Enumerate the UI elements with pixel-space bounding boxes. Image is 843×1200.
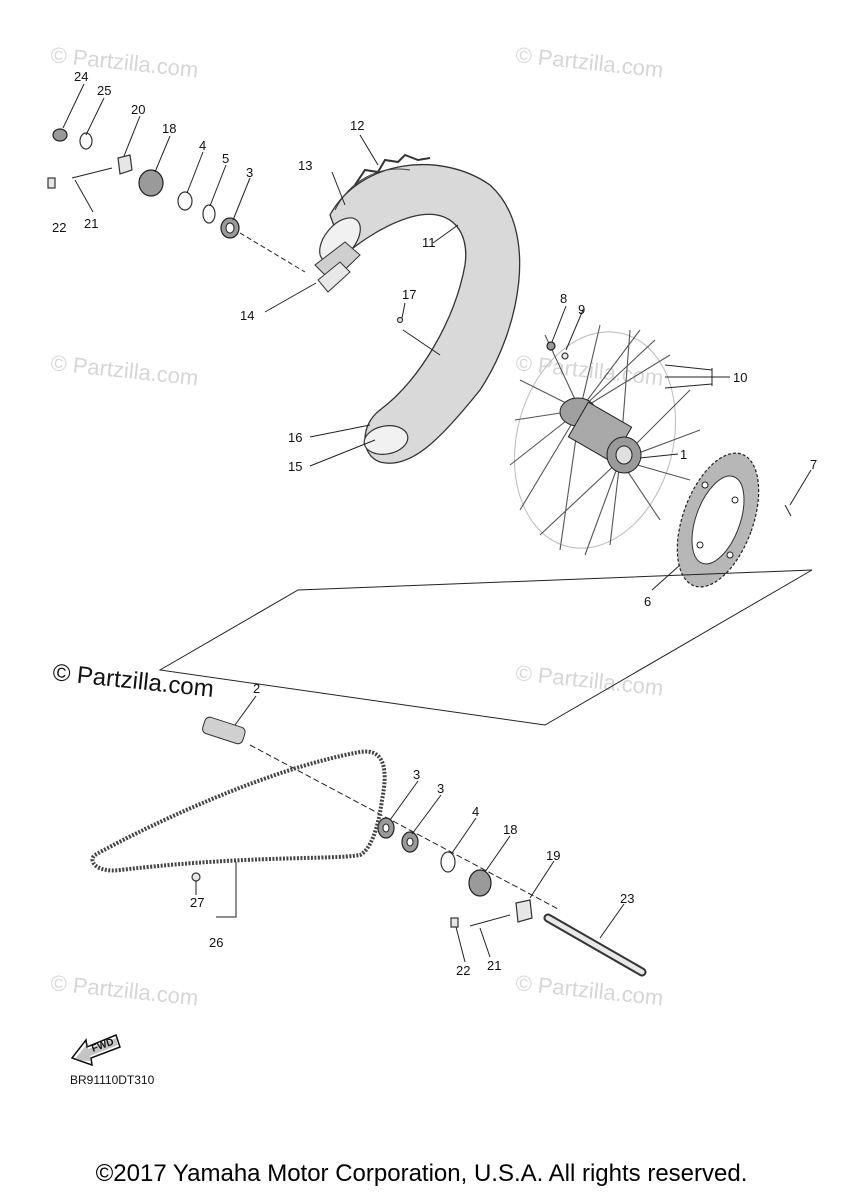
part-4-seal — [177, 191, 193, 211]
callout-18: 18 — [162, 121, 176, 136]
part-27-joint — [191, 872, 201, 882]
copyright-notice: ©2017 Yamaha Motor Corporation, U.S.A. A… — [95, 1160, 748, 1187]
part-26-chain — [90, 749, 387, 873]
watermark-main: © Partzilla.com — [51, 659, 215, 703]
callout-5: 5 — [222, 151, 229, 166]
assembly-outline — [158, 569, 813, 726]
part-25-ring — [79, 132, 93, 150]
axle-parts-bottom — [202, 716, 647, 977]
callout-7: 7 — [810, 457, 817, 472]
part-21-bolt — [71, 167, 113, 179]
part-17-valve — [396, 316, 404, 324]
part-14-tube — [314, 241, 361, 293]
part-18-collar — [138, 169, 164, 197]
callout-21: 21 — [487, 958, 501, 973]
callout-13: 13 — [298, 158, 312, 173]
diagram-code: BR91110DT310 — [70, 1073, 155, 1087]
rear-wheel — [509, 324, 701, 556]
callout-25: 25 — [97, 83, 111, 98]
watermark: © Partzilla.com — [49, 42, 199, 82]
part-9-nipple — [561, 352, 569, 360]
callout-24: 24 — [74, 69, 88, 84]
callout-27: 27 — [190, 895, 204, 910]
callout-22: 22 — [456, 963, 470, 978]
axle-parts-top — [47, 128, 306, 273]
part-2-collar — [202, 716, 246, 745]
callout-23: 23 — [620, 891, 634, 906]
watermark: © Partzilla.com — [49, 350, 199, 390]
callout-15: 15 — [288, 459, 302, 474]
callout-18: 18 — [503, 822, 517, 837]
leader-lines — [62, 83, 812, 963]
callout-14: 14 — [240, 308, 254, 323]
callout-3: 3 — [246, 165, 253, 180]
callout-19: 19 — [546, 848, 560, 863]
callouts: 24 25 20 18 4 5 3 22 21 13 12 11 14 17 1… — [52, 69, 817, 978]
callout-9: 9 — [578, 302, 585, 317]
part-21-bolt — [469, 914, 511, 927]
part-22-nut — [450, 917, 459, 928]
part-20-adjuster — [117, 154, 133, 175]
callout-4: 4 — [472, 804, 479, 819]
callout-3: 3 — [437, 781, 444, 796]
part-1-hub — [559, 397, 642, 474]
watermark: © Partzilla.com — [514, 660, 664, 700]
part-7-bolt — [784, 504, 792, 517]
watermark: © Partzilla.com — [514, 42, 664, 82]
part-4-seal — [440, 851, 456, 873]
callout-16: 16 — [288, 430, 302, 445]
callout-6: 6 — [644, 594, 651, 609]
part-6-sprocket — [676, 452, 760, 588]
rear-tire — [319, 153, 521, 464]
part-18-collar — [468, 869, 492, 897]
callout-4: 4 — [199, 138, 206, 153]
callout-26: 26 — [209, 935, 223, 950]
fwd-arrow-icon: FWD — [70, 1033, 121, 1067]
callout-22: 22 — [52, 220, 66, 235]
callout-3: 3 — [413, 767, 420, 782]
callout-12: 12 — [350, 118, 364, 133]
watermark: © Partzilla.com — [49, 970, 199, 1010]
callout-20: 20 — [131, 102, 145, 117]
callout-2: 2 — [253, 681, 260, 696]
part-22-nut — [47, 177, 56, 189]
callout-10: 10 — [733, 370, 747, 385]
callout-17: 17 — [402, 287, 416, 302]
part-24-nut — [52, 128, 68, 142]
callout-1: 1 — [680, 447, 687, 462]
callout-8: 8 — [560, 291, 567, 306]
callout-21: 21 — [84, 216, 98, 231]
part-5-clip — [202, 204, 216, 224]
part-8-nipple — [546, 341, 556, 351]
part-19-adjuster — [515, 899, 533, 923]
callout-11: 11 — [422, 235, 436, 250]
